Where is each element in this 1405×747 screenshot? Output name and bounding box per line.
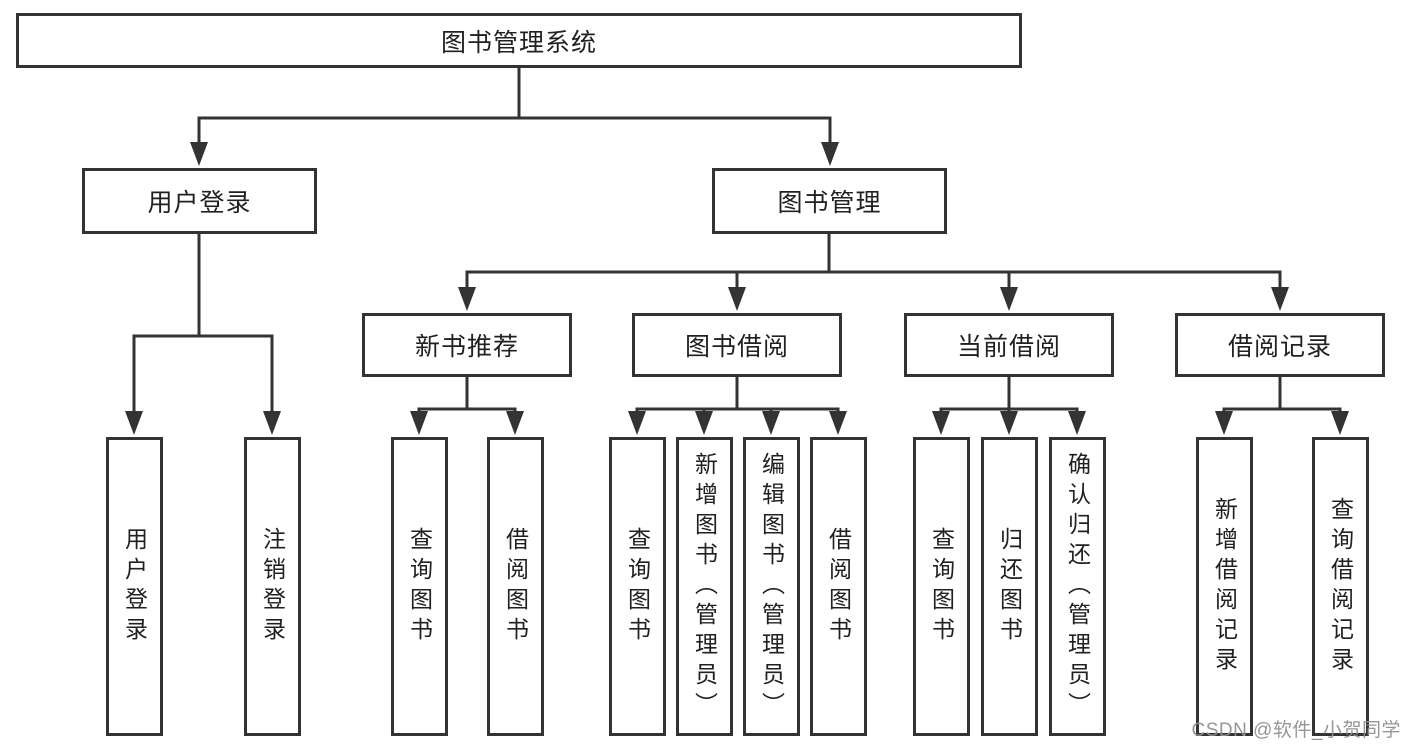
leaf-borrow-books-recommend-label: 借阅图书 xyxy=(502,526,529,647)
connector-root-to-level1 xyxy=(190,66,839,166)
leaf-add-borrow-record-label: 新增借阅记录 xyxy=(1211,496,1238,677)
leaf-user-login-label: 用户登录 xyxy=(121,526,148,647)
leaf-query-books-borrow: 查询图书 xyxy=(608,437,666,736)
node-new-book-recommend-label: 新书推荐 xyxy=(414,333,519,361)
leaf-query-books-current: 查询图书 xyxy=(912,437,970,736)
leaf-logout: 注销登录 xyxy=(243,437,301,736)
leaf-add-books-admin: 新增图书（管理员） xyxy=(675,437,733,736)
node-book-borrow-label: 图书借阅 xyxy=(684,333,789,361)
node-borrow-records-label: 借阅记录 xyxy=(1227,333,1332,361)
leaf-confirm-return-admin: 确认归还（管理员） xyxy=(1048,437,1106,736)
leaf-query-books-borrow-label: 查询图书 xyxy=(624,526,651,647)
node-root: 图书管理系统 xyxy=(16,13,1022,68)
connector-records-to-leaves xyxy=(1215,376,1349,435)
node-current-borrow: 当前借阅 xyxy=(904,313,1114,377)
node-new-book-recommend: 新书推荐 xyxy=(362,313,572,377)
connector-current-to-leaves xyxy=(932,376,1086,435)
connector-recommend-to-leaves xyxy=(410,376,524,435)
leaf-edit-books-admin: 编辑图书（管理员） xyxy=(742,437,800,736)
watermark: CSDN @软件_小贺同学 xyxy=(1191,720,1401,741)
leaf-borrow-books-recommend: 借阅图书 xyxy=(486,437,544,736)
connector-management-to-sections xyxy=(458,233,1289,311)
leaf-return-books: 归还图书 xyxy=(980,437,1038,736)
leaf-query-books-current-label: 查询图书 xyxy=(928,526,955,647)
node-borrow-records: 借阅记录 xyxy=(1175,313,1385,377)
node-current-borrow-label: 当前借阅 xyxy=(956,333,1061,361)
leaf-borrow-books: 借阅图书 xyxy=(809,437,867,736)
leaf-query-borrow-record-label: 查询借阅记录 xyxy=(1327,496,1354,677)
node-user-login: 用户登录 xyxy=(82,168,317,234)
leaf-query-books-recommend: 查询图书 xyxy=(390,437,448,736)
node-book-borrow: 图书借阅 xyxy=(632,313,842,377)
leaf-add-books-admin-label: 新增图书（管理员） xyxy=(691,451,718,722)
leaf-confirm-return-admin-label: 确认归还（管理员） xyxy=(1064,451,1091,722)
node-root-label: 图书管理系统 xyxy=(440,28,597,57)
leaf-user-login: 用户登录 xyxy=(105,437,163,736)
node-book-management-label: 图书管理 xyxy=(777,189,882,217)
node-user-login-label: 用户登录 xyxy=(147,189,252,217)
leaf-add-borrow-record: 新增借阅记录 xyxy=(1195,437,1253,736)
connector-login-to-leaves xyxy=(125,233,281,435)
node-book-management: 图书管理 xyxy=(712,168,947,234)
leaf-logout-label: 注销登录 xyxy=(259,526,286,647)
leaf-query-borrow-record: 查询借阅记录 xyxy=(1311,437,1369,736)
leaf-edit-books-admin-label: 编辑图书（管理员） xyxy=(758,451,785,722)
leaf-borrow-books-label: 借阅图书 xyxy=(825,526,852,647)
connector-borrow-to-leaves xyxy=(628,376,847,435)
leaf-return-books-label: 归还图书 xyxy=(996,526,1023,647)
leaf-query-books-recommend-label: 查询图书 xyxy=(406,526,433,647)
